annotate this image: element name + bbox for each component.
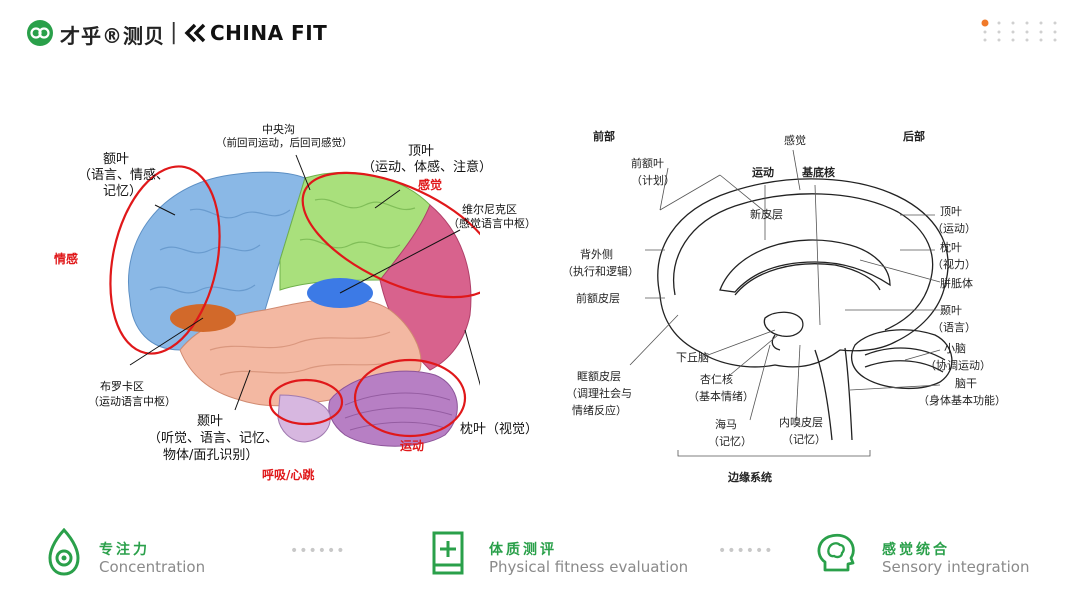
corpus-callosum-label: 胼胝体 xyxy=(940,277,973,290)
feature-3-title-cn: 感觉统合 xyxy=(882,542,950,558)
right-temporal-desc: （语言） xyxy=(932,321,976,334)
wernicke-desc: （感觉语言中枢） xyxy=(448,217,536,230)
cerebellum-shape xyxy=(851,329,953,390)
orbito-desc-2: 情绪反应） xyxy=(572,404,627,417)
brand-name-en: CHINA FIT xyxy=(210,21,328,45)
amygdala-label: 杏仁核 xyxy=(700,373,733,386)
entorhinal-desc: （记忆） xyxy=(782,433,826,446)
sensation-red-label: 感觉 xyxy=(418,178,443,192)
parietal-lobe-desc: （运动、体感、注意） xyxy=(362,160,493,175)
occipital-lobe-label: 枕叶（视觉） xyxy=(460,422,539,437)
cortex-outline xyxy=(657,178,949,368)
hippocampus-label: 海马 xyxy=(715,418,737,431)
plan-desc: （计划） xyxy=(631,174,675,187)
hippo-desc: （记忆） xyxy=(708,435,752,448)
separator-dots-1: •••••• xyxy=(290,543,346,559)
parietal-lobe-label: 顶叶 xyxy=(408,144,435,159)
temporal-lobe-desc-2: 物体/面孔识别） xyxy=(163,448,259,463)
cb-logo-icon xyxy=(27,20,53,46)
brainstem-shape xyxy=(814,347,853,441)
lateral-brain-illustration xyxy=(109,154,480,447)
orbito-desc-1: （调理社会与 xyxy=(566,387,632,400)
brainstem-label: 脑干 xyxy=(955,377,977,390)
temporal-lobe-label: 颞叶 xyxy=(197,414,224,429)
right-temporal-label: 颞叶 xyxy=(940,304,962,317)
basal-ganglia-label: 基底核 xyxy=(802,166,835,179)
brand-name-cn: 才乎®测贝 xyxy=(60,24,165,48)
feature-2-title-en: Physical fitness evaluation xyxy=(489,558,689,576)
brain-head-icon xyxy=(817,533,855,572)
temporal-lobe-desc-1: （听觉、语言、记忆、 xyxy=(148,431,279,446)
cerebellum-label: 小脑 xyxy=(944,342,966,355)
hypothalamus-label: 下丘脑 xyxy=(676,351,709,364)
broca-label: 布罗卡区 xyxy=(100,380,144,393)
prefrontal-leaf-label: 前额叶 xyxy=(631,157,664,170)
sensation-label: 感觉 xyxy=(784,134,806,147)
sensation-region-outline xyxy=(301,171,480,299)
emotion-region-outline xyxy=(109,165,221,355)
neocortex-label: 新皮层 xyxy=(750,208,783,221)
chevron-logo-icon xyxy=(184,23,206,43)
wernicke-label: 维尔尼克区 xyxy=(462,203,517,216)
orbitofrontal-label: 眶额皮层 xyxy=(577,370,621,383)
right-occipital-label: 枕叶 xyxy=(940,241,962,254)
separator-dots-2: •••••• xyxy=(718,543,774,559)
prefrontal-cortex-label: 前额皮层 xyxy=(576,292,620,305)
movement-red-label: 运动 xyxy=(400,439,425,453)
front-label: 前部 xyxy=(593,130,615,143)
feature-3-title-en: Sensory integration xyxy=(882,558,1030,576)
brainstem xyxy=(277,394,331,443)
right-occipital-desc: （视力） xyxy=(932,258,976,271)
dorsolateral-label: 背外侧 xyxy=(580,248,613,261)
brainstem-desc: （身体基本功能） xyxy=(918,394,1006,407)
corpus-callosum-shape xyxy=(719,239,891,293)
amygdala-desc: （基本情绪） xyxy=(688,390,754,403)
feature-1-title-cn: 专注力 xyxy=(99,542,150,558)
central-sulcus-desc: （前回司运动，后回司感觉） xyxy=(216,137,353,149)
breath-heart-red-label: 呼吸/心跳 xyxy=(262,468,315,482)
brand-separator: | xyxy=(170,20,178,45)
right-parietal-desc: （运动） xyxy=(932,222,976,235)
frontal-lobe-label: 额叶 xyxy=(103,152,130,167)
sagittal-brain-illustration xyxy=(629,149,953,457)
right-parietal-label: 顶叶 xyxy=(940,205,962,218)
frontal-lobe-desc-2: 记忆） xyxy=(103,184,143,199)
movement-label: 运动 xyxy=(752,166,774,179)
feature-1-title-en: Concentration xyxy=(99,558,206,576)
back-label: 后部 xyxy=(903,130,925,143)
concentration-icon xyxy=(48,528,80,576)
breath-region-outline xyxy=(268,378,344,426)
feature-2-title-cn: 体质测评 xyxy=(489,542,557,558)
decorative-dots-icon xyxy=(981,19,1057,42)
entorhinal-label: 内嗅皮层 xyxy=(779,416,823,429)
emotion-red-label: 情感 xyxy=(54,252,79,266)
broca-desc: （运动语言中枢） xyxy=(88,395,176,408)
limbic-system-label: 边缘系统 xyxy=(728,471,772,484)
movement-region-outline xyxy=(353,358,467,438)
exec-logic-desc: （执行和逻辑） xyxy=(562,265,639,278)
cerebellum-desc: （协调运动） xyxy=(925,359,991,372)
fitness-book-icon xyxy=(432,531,464,575)
frontal-lobe-desc-1: （语言、情感、 xyxy=(78,168,170,183)
central-sulcus-label: 中央沟 xyxy=(262,123,295,136)
